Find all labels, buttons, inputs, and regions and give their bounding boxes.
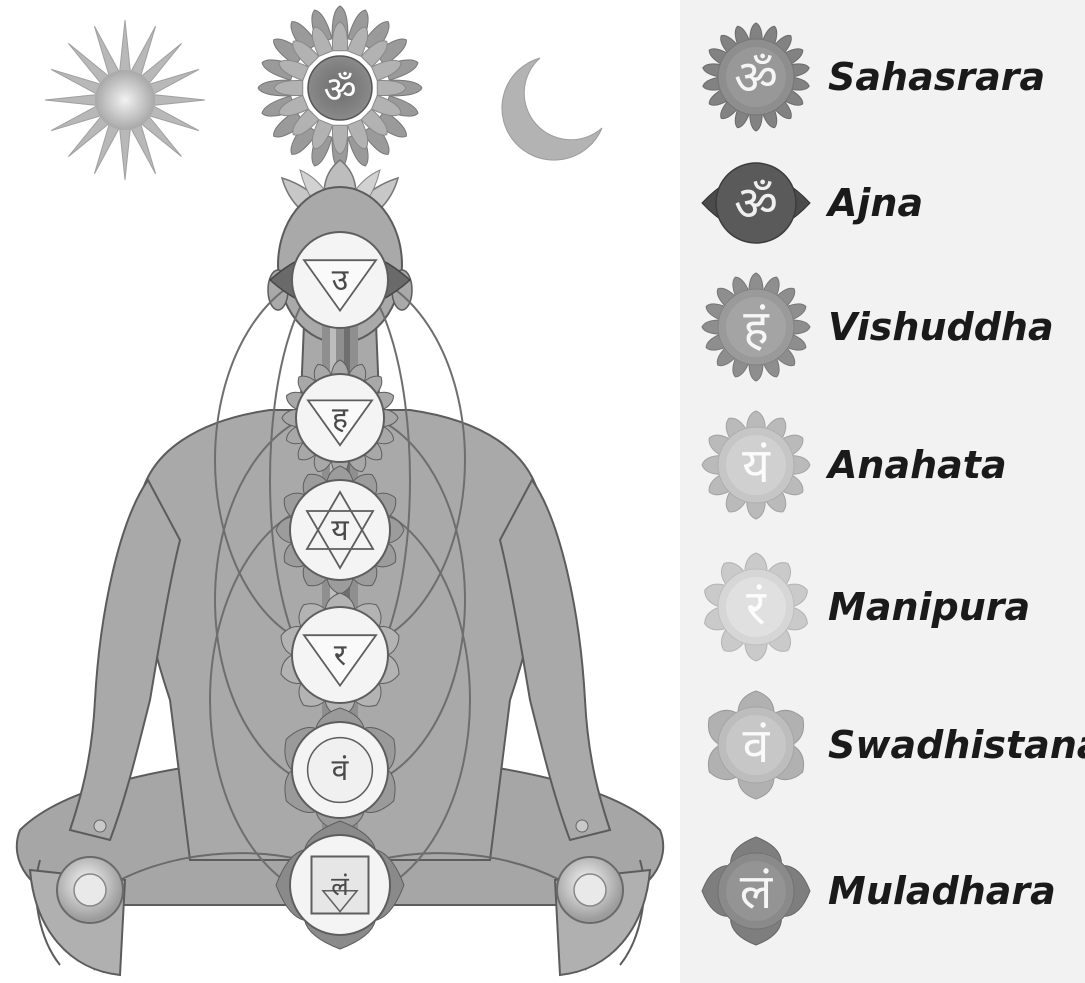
legend-glyph: ॐ	[734, 176, 778, 232]
body-chakra-glyph: उ	[332, 263, 349, 298]
crown-glyph: ॐ	[324, 70, 357, 111]
body-chakra-glyph: य	[331, 513, 349, 548]
legend-item-vishuddha: हं Vishuddha	[680, 272, 1085, 382]
swadhistana-icon: वं	[698, 690, 814, 800]
legend-item-swadhistana: वं Swadhistana	[680, 690, 1085, 800]
anahata-icon: यं	[698, 410, 814, 520]
legend-label-anahata: Anahata	[828, 410, 1007, 520]
body-chakra-glyph: लं	[331, 872, 349, 902]
legend-glyph: रं	[746, 580, 767, 636]
chakra-figure: ॐ	[0, 0, 680, 983]
legend-glyph: यं	[742, 438, 771, 494]
manipura-icon: रं	[698, 552, 814, 662]
body-chakra-glyph: ह	[332, 401, 349, 436]
legend-item-ajna: ॐ Ajna	[680, 148, 1085, 258]
legend-glyph: वं	[743, 718, 771, 774]
legend-label-vishuddha: Vishuddha	[828, 272, 1054, 382]
legend-label-ajna: Ajna	[828, 148, 923, 258]
legend-label-manipura: Manipura	[828, 552, 1030, 662]
moon-icon	[502, 58, 602, 160]
legend-item-anahata: यं Anahata	[680, 410, 1085, 520]
legend-label-muladhara: Muladhara	[828, 836, 1056, 946]
legend-glyph: ॐ	[734, 50, 778, 106]
legend-label-swadhistana: Swadhistana	[828, 690, 1085, 800]
body-chakra-vishuddha: ह	[282, 360, 398, 476]
body-chakra-glyph: वं	[332, 753, 350, 788]
sun-icon	[45, 20, 205, 180]
legend-label-sahasrara: Sahasrara	[828, 22, 1045, 132]
ajna-icon: ॐ	[698, 148, 814, 258]
vishuddha-icon: हं	[698, 272, 814, 382]
legend-glyph: हं	[743, 300, 770, 356]
sahasrara-icon: ॐ	[698, 22, 814, 132]
legend-item-muladhara: लं Muladhara	[680, 836, 1085, 946]
legend-item-manipura: रं Manipura	[680, 552, 1085, 662]
legend-glyph: लं	[740, 864, 774, 920]
muladhara-icon: लं	[698, 836, 814, 946]
legend-item-sahasrara: ॐ Sahasrara	[680, 22, 1085, 132]
chakra-legend: ॐ Sahasrara ॐ Ajna हं Vishuddha यं Anaha…	[680, 0, 1085, 983]
body-chakra-glyph: र	[334, 638, 347, 673]
